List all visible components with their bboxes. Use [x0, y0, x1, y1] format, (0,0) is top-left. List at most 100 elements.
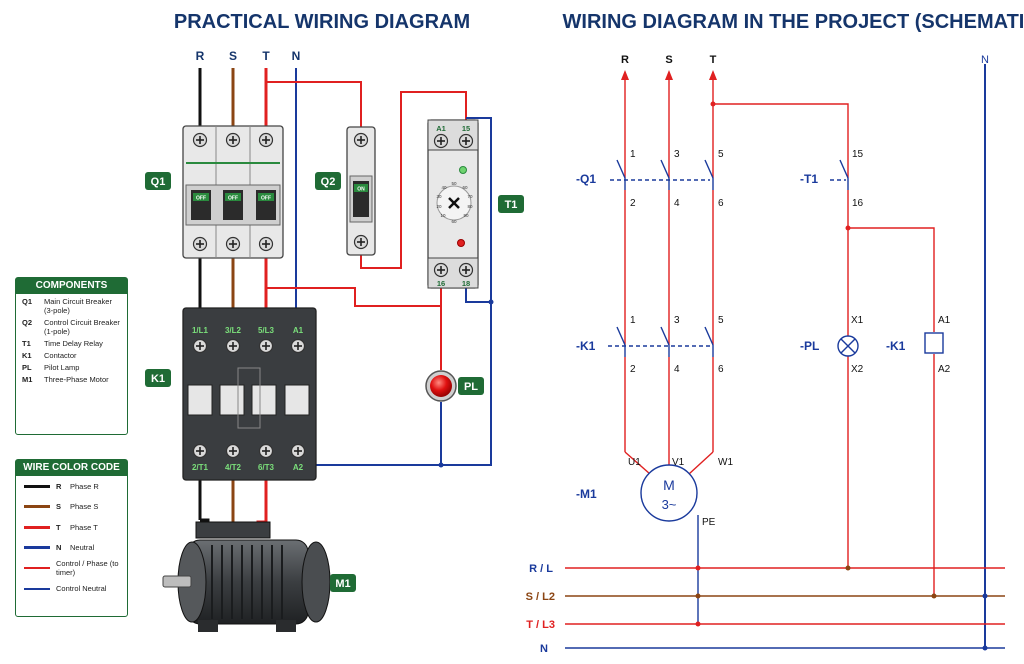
sch-supply-t: T [710, 54, 717, 66]
pl-term-top: X1 [851, 315, 864, 326]
motor-terminal: U1 [628, 457, 641, 468]
schematic-arrows [621, 70, 717, 80]
wire-swatch [24, 505, 50, 509]
schematic-labels: R S T N -Q1 -K1 -M1 -T1 -PL -K1 1 3 5 2 … [526, 54, 989, 655]
q1-term: 3 [674, 149, 680, 160]
schematic-wires [565, 64, 1005, 650]
schematic-motor: M 3~ [640, 464, 698, 522]
coil-term-top: A1 [938, 315, 951, 326]
wire-label: Phase T [70, 522, 98, 532]
motor-letter: M [663, 477, 675, 493]
k1-terminal-top: A1 [293, 326, 304, 335]
schematic-junctions [695, 101, 988, 651]
wire-label: Phase R [70, 481, 99, 491]
wire-swatch [24, 587, 50, 590]
dial-mark: 80 [467, 204, 473, 209]
wire-code: S [56, 502, 62, 512]
dial-mark: 20 [436, 204, 442, 209]
q1-term: 2 [630, 198, 636, 209]
dial-mark: 60 [462, 185, 468, 190]
svg-text:Q2: Q2 [321, 176, 336, 188]
dial-mark: 50 [451, 181, 457, 186]
wire-label: Control Neutral [56, 584, 107, 594]
practical-title: PRACTICAL WIRING DIAGRAM [174, 11, 470, 33]
control-wires [266, 81, 494, 468]
sch-pl-label: -PL [800, 339, 819, 353]
svg-text:M1: M1 [335, 578, 350, 590]
schematic-k1-coil [924, 332, 944, 354]
wire-label: Phase S [70, 502, 99, 512]
dial-mark: 30 [436, 194, 442, 199]
practical-supply-labels: R S T N [196, 49, 301, 63]
q1-term: 6 [718, 198, 724, 209]
k1-terminal-top: 3/L2 [225, 326, 242, 335]
wire-row: Control / Phase (to timer) [16, 558, 127, 579]
component-code: Q1 [22, 297, 33, 306]
dial-mark: 40 [441, 185, 447, 190]
t1-term-bottom: 16 [852, 198, 864, 209]
wire-code: R [56, 481, 62, 491]
q1-off-label: OFF [228, 196, 238, 202]
bus-label-n: N [540, 643, 548, 655]
supply-label-r: R [196, 49, 205, 63]
k1-terminal-bottom: 2/T1 [192, 463, 209, 472]
k1-term: 3 [674, 315, 680, 326]
component-code: K1 [22, 351, 32, 360]
dial-mark: 90 [463, 213, 469, 218]
schematic-k1-contacts [608, 326, 714, 357]
t1-time-dial[interactable]: 50 40 60 30 70 20 80 10 90 60 [436, 181, 473, 224]
wire-legend-title: WIRE COLOR CODE [16, 460, 127, 476]
bus-label-r: R / L [529, 563, 553, 575]
q2-handle[interactable]: ON [353, 181, 369, 217]
tag-m1: M1 [330, 574, 356, 592]
q1-handle-s[interactable]: OFF [223, 190, 243, 220]
supply-label-s: S [229, 49, 237, 63]
sch-t1-label: -T1 [800, 172, 818, 186]
tag-q1: Q1 [145, 172, 171, 190]
component-code: M1 [22, 375, 33, 384]
q1-handle-t[interactable]: OFF [256, 190, 276, 220]
schematic-pl-lamp [837, 335, 859, 357]
wire-code: N [56, 543, 62, 553]
q1-term: 1 [630, 149, 636, 160]
wire-row: Control Neutral [16, 579, 127, 600]
k1-terminal-bottom: A2 [293, 463, 304, 472]
sch-supply-s: S [665, 54, 672, 66]
t1-terminal-18: 18 [462, 279, 470, 288]
dial-mark: 10 [440, 213, 446, 218]
component-code: Q2 [22, 318, 33, 327]
component-label: Pilot Lamp [44, 363, 80, 372]
component-label: Main Circuit Breaker (3-pole) [44, 297, 112, 315]
motor-terminal: W1 [718, 457, 733, 468]
k1-terminal-bottom: 4/T2 [225, 463, 242, 472]
q1-off-label: OFF [196, 196, 206, 202]
t1-output-led [457, 239, 465, 247]
wire-swatch [24, 567, 50, 570]
t1-status-led [459, 166, 467, 174]
motor-m1 [162, 521, 331, 632]
coil-term-bottom: A2 [938, 364, 951, 375]
q1-off-label: OFF [261, 196, 271, 202]
q1-handle-r[interactable]: OFF [191, 190, 211, 220]
component-row: Q1 Main Circuit Breaker (3-pole) [16, 294, 127, 315]
q1-breaker: OFF OFF OFF [182, 125, 284, 259]
schematic-q1-contacts [610, 159, 714, 190]
k1-terminal-top: 5/L3 [258, 326, 275, 335]
t1-terminal-a1: A1 [436, 124, 446, 133]
component-row: PL Pilot Lamp [16, 360, 127, 372]
component-label: Time Delay Relay [44, 339, 103, 348]
dial-mark: 70 [467, 194, 473, 199]
svg-text:PL: PL [464, 381, 478, 393]
component-label: Contactor [44, 351, 77, 360]
component-code: PL [22, 363, 32, 372]
k1-contactor: 1/L1 3/L2 5/L3 A1 2/T1 4/T2 6/T3 A2 [182, 307, 317, 481]
q1-term: 4 [674, 198, 680, 209]
q2-on-label: ON [357, 187, 365, 193]
k1-term: 2 [630, 364, 636, 375]
